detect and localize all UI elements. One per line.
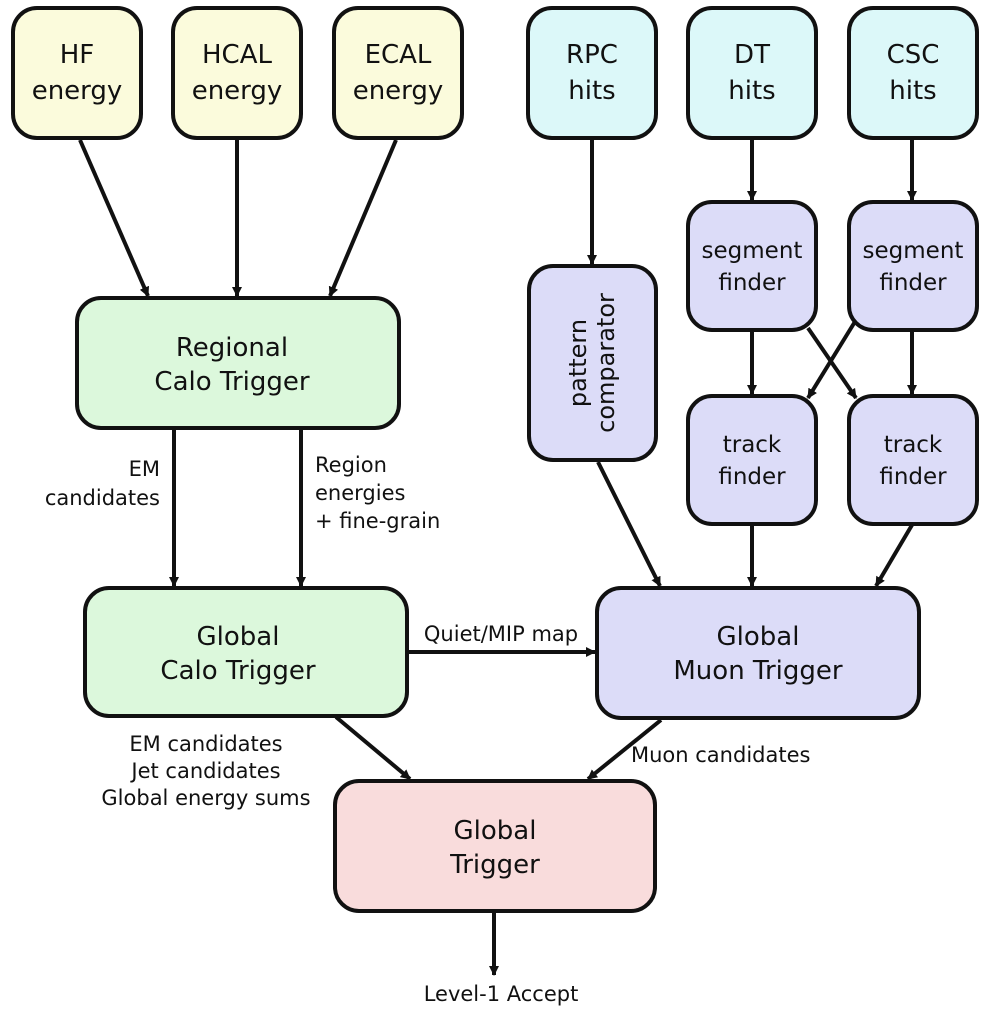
edge-hf-rct <box>78 139 150 297</box>
node-label-line1: Regional <box>176 333 288 363</box>
node-csc-hits: CSC hits <box>847 6 979 140</box>
node-box <box>527 264 658 462</box>
node-box <box>526 6 658 140</box>
node-regional-calo-trigger: Regional Calo Trigger <box>75 296 401 430</box>
edge-label-line: energies <box>315 481 405 505</box>
node-global-calo-trigger: Global Calo Trigger <box>83 586 409 718</box>
node-label-line1: segment <box>702 238 803 264</box>
edge-label-line: + fine-grain <box>315 509 440 533</box>
edge-label-region-energies: Region energies + fine-grain <box>315 453 440 533</box>
edge-gmt-gt <box>586 718 663 781</box>
edge-trackcsc-gmt <box>874 523 914 588</box>
node-box <box>686 200 818 332</box>
edge-ecal-rct <box>328 139 398 297</box>
node-box <box>686 6 818 140</box>
node-ecal-energy: ECAL energy <box>332 6 464 140</box>
node-label-line1: track <box>884 432 943 458</box>
node-box <box>75 296 401 430</box>
node-label-line1: RPC <box>566 40 618 70</box>
edge-label-line: EM candidates <box>129 732 282 756</box>
output-label-level1-accept: Level-1 Accept <box>424 982 579 1006</box>
node-label-line2: finder <box>879 464 947 490</box>
node-box <box>333 779 657 913</box>
node-label-line1: track <box>723 432 782 458</box>
node-box <box>847 6 979 140</box>
edge-label-gct-outputs: EM candidates Jet candidates Global ener… <box>101 732 310 810</box>
node-label-line1: CSC <box>887 40 940 70</box>
edge-gct-gt <box>334 715 412 781</box>
node-rpc-hits: RPC hits <box>526 6 658 140</box>
node-label-line1: ECAL <box>365 40 432 70</box>
node-global-trigger: Global Trigger <box>333 779 657 913</box>
edge-label-line: Jet candidates <box>129 759 280 783</box>
node-dt-hits: DT hits <box>686 6 818 140</box>
node-box <box>83 586 409 718</box>
node-label-line2: finder <box>879 270 947 296</box>
edge-label-line: Global energy sums <box>101 786 310 810</box>
node-label-line1: HF <box>60 40 95 70</box>
edge-segdt-trackcsc <box>806 326 858 400</box>
node-box <box>11 6 143 140</box>
node-label-line1: segment <box>863 238 964 264</box>
node-label-line2: Calo Trigger <box>154 367 309 397</box>
edge-label-quiet-mip-map: Quiet/MIP map <box>424 622 578 646</box>
edge-pattern-gmt <box>596 461 662 587</box>
node-label-line2: Calo Trigger <box>160 656 315 686</box>
node-label-line1: Global <box>197 622 280 652</box>
node-label-line2: comparator <box>592 293 620 433</box>
node-track-finder-dt: track finder <box>686 394 818 526</box>
edges <box>78 139 917 976</box>
node-box <box>332 6 464 140</box>
node-segment-finder-csc: segment finder <box>847 200 979 332</box>
node-box <box>847 200 979 332</box>
edge-label-line: candidates <box>45 486 160 510</box>
node-box <box>847 394 979 526</box>
node-label-line2: hits <box>728 76 775 106</box>
node-label-line2: Muon Trigger <box>673 656 843 686</box>
edge-label-em-candidates: EM candidates <box>45 457 160 510</box>
node-label-line2: hits <box>889 76 936 106</box>
edge-segcsc-trackdt <box>806 318 858 400</box>
node-label-line2: energy <box>192 76 283 106</box>
node-segment-finder-dt: segment finder <box>686 200 818 332</box>
node-label-line1: HCAL <box>202 40 272 70</box>
node-label-line2: Trigger <box>449 850 540 880</box>
node-label-line1: Global <box>717 622 800 652</box>
node-pattern-comparator: pattern comparator <box>527 264 658 462</box>
edge-label-line: Region <box>315 453 387 477</box>
node-label-line2: finder <box>718 270 786 296</box>
node-hcal-energy: HCAL energy <box>171 6 303 140</box>
node-label-line2: energy <box>32 76 123 106</box>
node-track-finder-csc: track finder <box>847 394 979 526</box>
node-label-line2: energy <box>353 76 444 106</box>
node-label-line2: finder <box>718 464 786 490</box>
node-label-line1: Global <box>454 816 537 846</box>
edge-label-muon-candidates: Muon candidates <box>631 743 810 767</box>
node-label-line1: DT <box>734 40 770 70</box>
node-label-line1: pattern <box>564 319 592 407</box>
node-box <box>595 586 921 720</box>
edge-label-line: EM <box>129 457 160 481</box>
node-box <box>686 394 818 526</box>
node-hf-energy: HF energy <box>11 6 143 140</box>
node-label-line2: hits <box>568 76 615 106</box>
node-box <box>171 6 303 140</box>
node-global-muon-trigger: Global Muon Trigger <box>595 586 921 720</box>
